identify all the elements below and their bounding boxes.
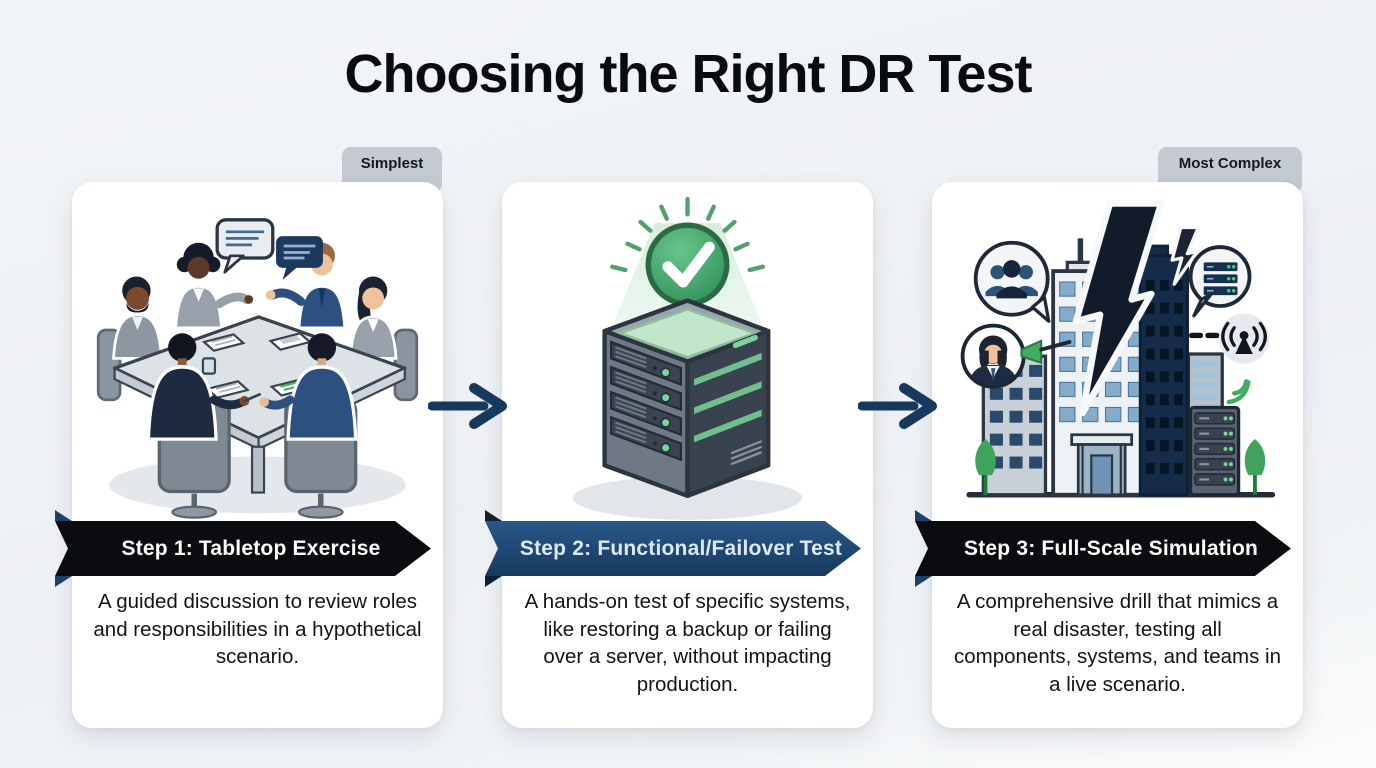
step-banner-ribbon: Step 2: Functional/Failover Test: [485, 507, 861, 591]
step-banner-label: Step 1: Tabletop Exercise: [121, 536, 381, 560]
server-check-illustration: [502, 186, 873, 546]
speech-bubble-dark-icon: [276, 236, 323, 280]
city-disaster-illustration: [932, 186, 1303, 546]
step-card-full-scale: Step 3: Full-Scale Simulation A comprehe…: [915, 182, 1303, 728]
flow-arrow-icon: [857, 383, 938, 429]
person-left-icon: [112, 276, 163, 360]
server-speech-bubble-icon: [1188, 245, 1252, 318]
step-description: A hands-on test of specific systems, lik…: [524, 590, 851, 696]
person-right-icon: [348, 276, 398, 360]
step-card-functional-failover: Step 2: Functional/Failover Test A hands…: [485, 182, 873, 728]
server-restore-graphic: [572, 196, 803, 520]
led-lights-icon: [652, 366, 671, 453]
lightning-bolt-icon: [1072, 200, 1165, 417]
city-disaster-graphic: [960, 200, 1276, 498]
step-description: A comprehensive drill that mimics a real…: [953, 590, 1281, 696]
document-icon: [205, 380, 250, 399]
page-title: Choosing the Right DR Test: [344, 44, 1033, 104]
step-banner-ribbon: Step 3: Full-Scale Simulation: [915, 507, 1291, 591]
wifi-signal-icon: [1226, 379, 1251, 405]
flow-arrow-icon: [427, 383, 508, 429]
step-banner-label: Step 2: Functional/Failover Test: [519, 536, 843, 560]
entrance-canopy: [1070, 433, 1134, 446]
speech-bubble-icon: [215, 218, 275, 274]
tree-icon: [1244, 439, 1266, 495]
server-right-face-details: [694, 334, 763, 466]
step-banner-label: Step 3: Full-Scale Simulation: [963, 536, 1259, 560]
step-description: A guided discussion to review roles and …: [93, 590, 422, 668]
cup-icon: [201, 357, 217, 375]
step-banner-ribbon: Step 1: Tabletop Exercise: [55, 507, 431, 591]
document-icon: [201, 333, 246, 352]
step-card-tabletop: Step 1: Tabletop Exercise A guided discu…: [55, 182, 443, 728]
server-tower-icon: [602, 298, 771, 498]
small-lightning-bolt-icon: [1170, 225, 1200, 286]
megaphone-icon: [1020, 339, 1043, 365]
team-speech-bubble-icon: [973, 240, 1051, 323]
glow-rays-icon: [610, 196, 765, 273]
tabletop-meeting-graphic: [96, 218, 419, 519]
tabletop-exercise-illustration: [72, 186, 443, 546]
person-front-left-icon: [146, 333, 262, 441]
tree-icon: [975, 439, 996, 495]
person-speaker-icon: [265, 242, 347, 330]
server-rack-icon: [1188, 405, 1241, 497]
broadcast-antenna-icon: [1218, 313, 1270, 364]
person-back-left-icon: [174, 242, 254, 330]
person-front-right-icon: [259, 333, 358, 441]
server-slats: [610, 340, 683, 462]
announcer-avatar-icon: [960, 323, 1072, 389]
check-circle-icon: [645, 222, 730, 307]
building-dark-icon: [1138, 244, 1189, 497]
